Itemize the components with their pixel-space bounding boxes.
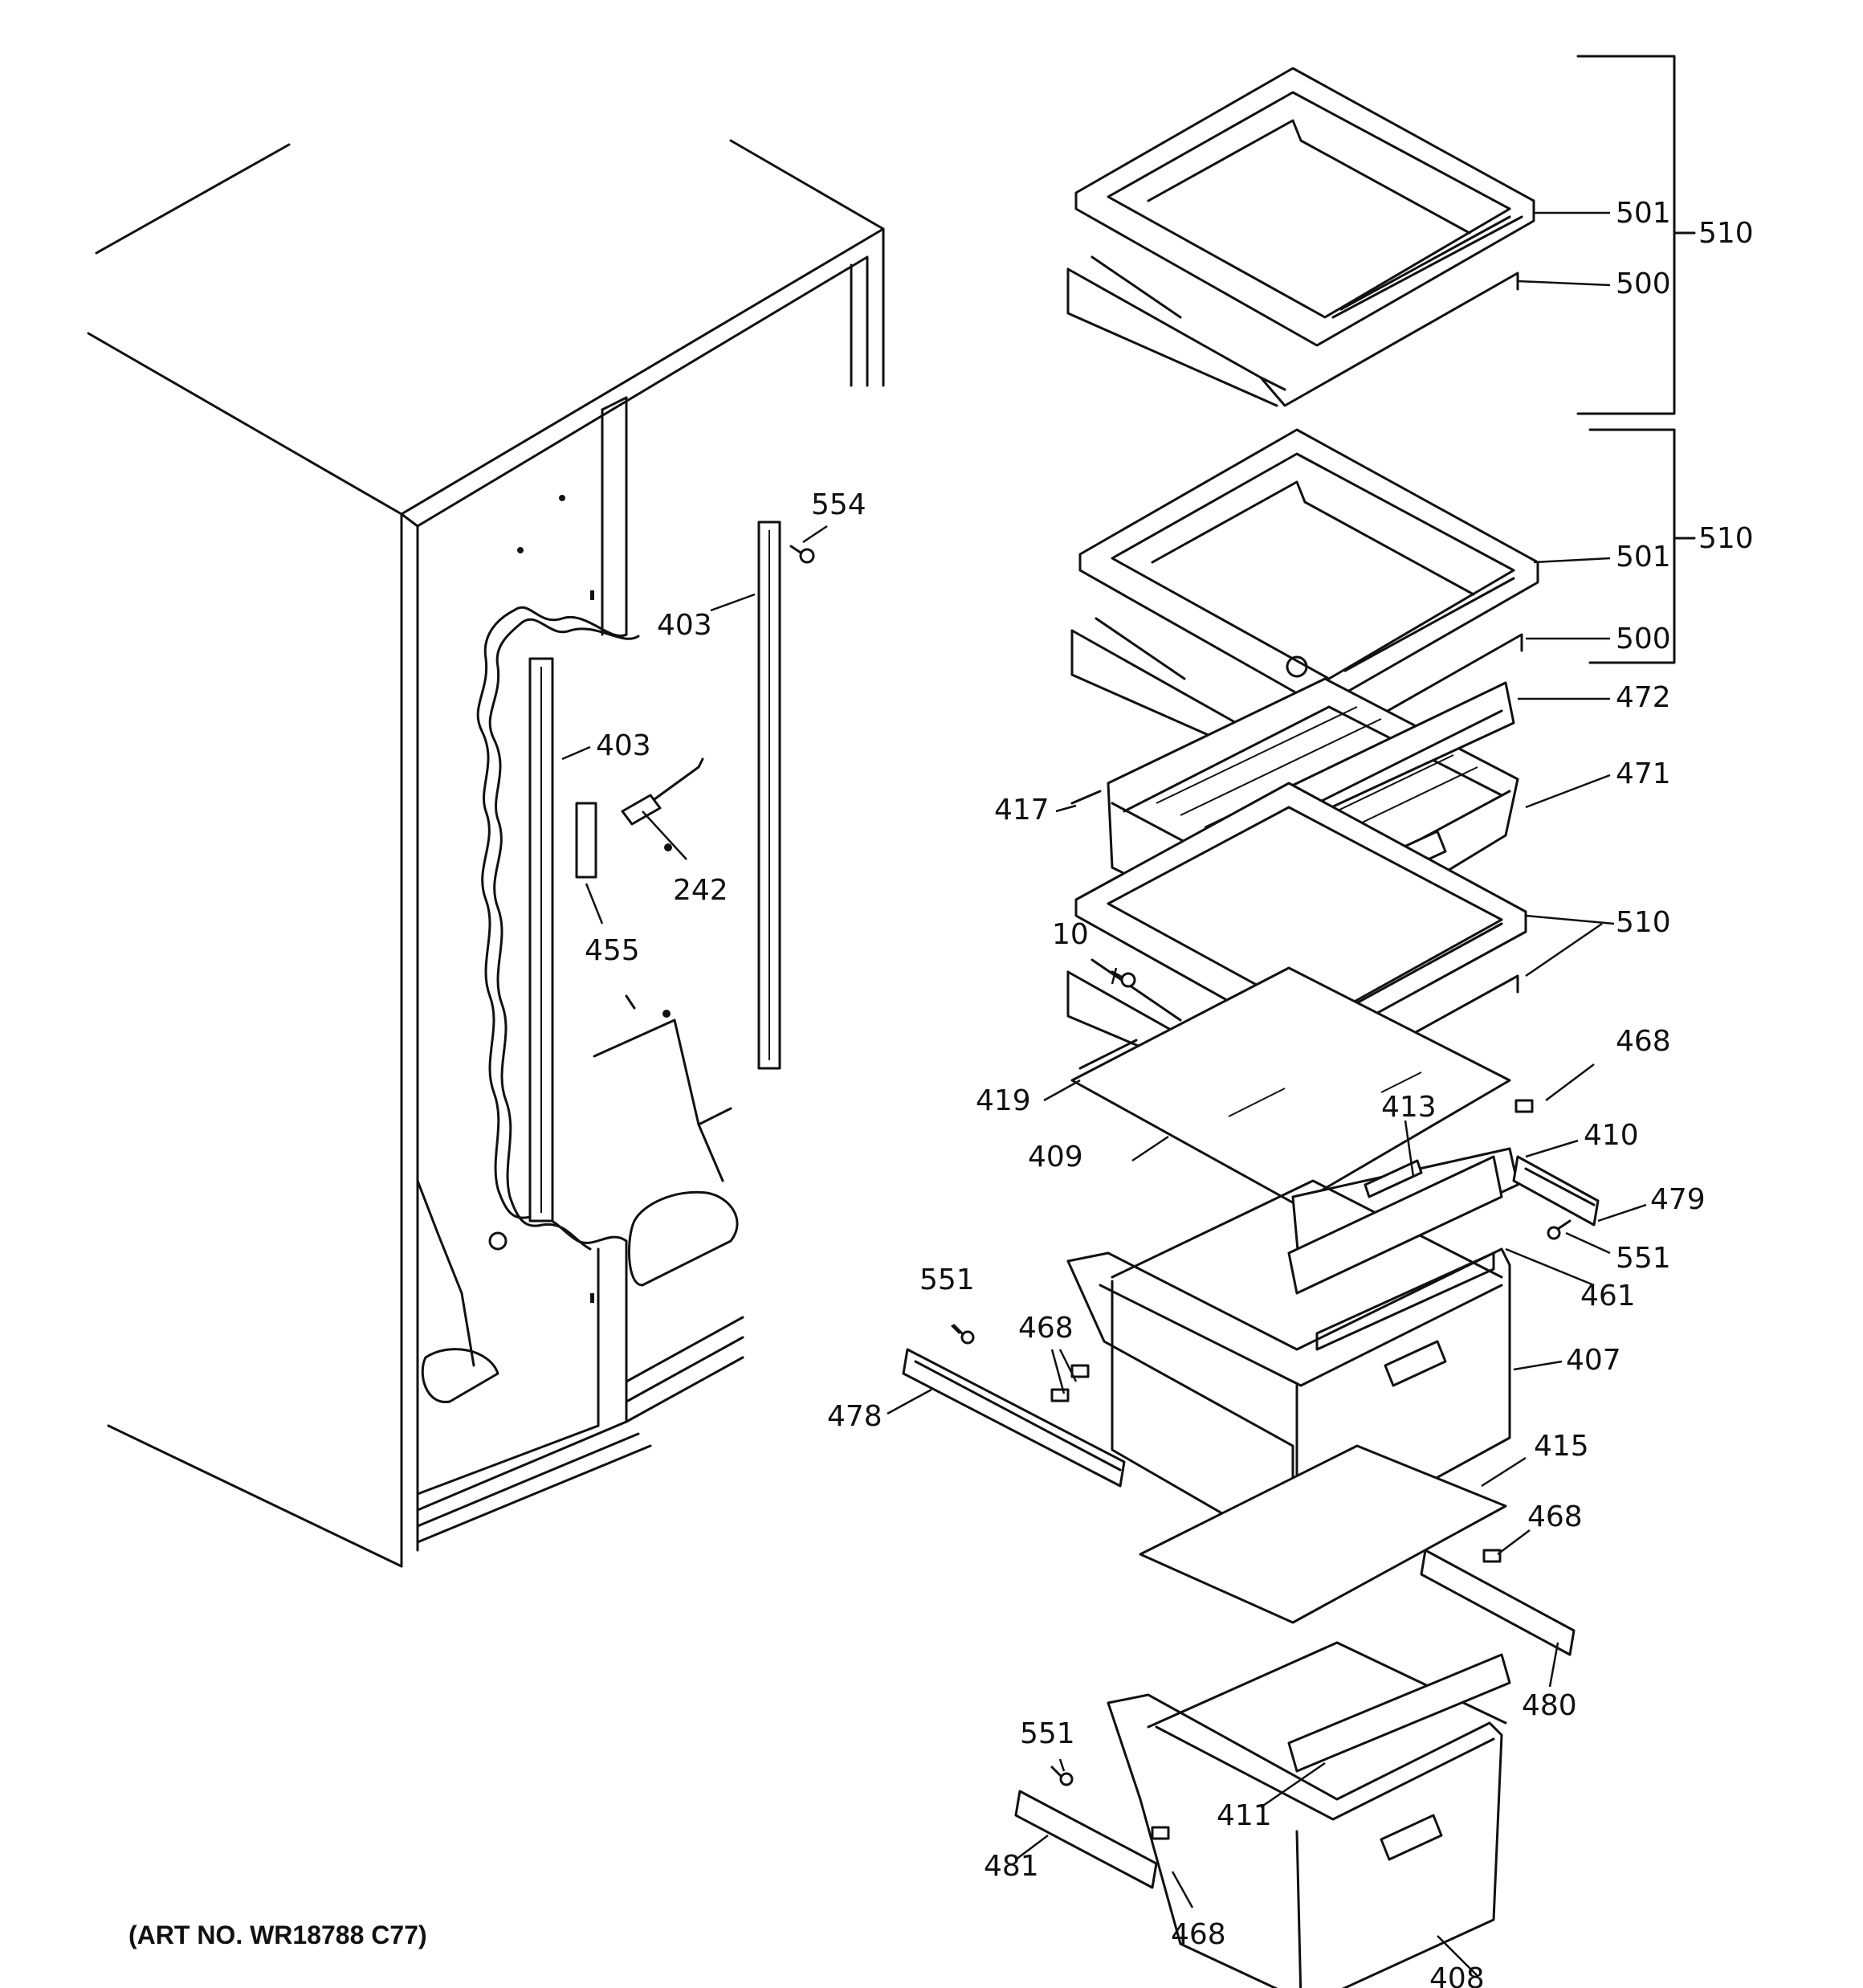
label-468-d: 468 bbox=[1171, 1918, 1226, 1951]
label-403-right: 403 bbox=[657, 609, 712, 642]
label-468-c: 468 bbox=[1527, 1500, 1583, 1533]
label-481: 481 bbox=[984, 1850, 1039, 1883]
label-403-left: 403 bbox=[596, 729, 651, 762]
label-419: 419 bbox=[976, 1084, 1031, 1117]
leader-lines bbox=[561, 211, 1647, 1977]
label-478: 478 bbox=[827, 1400, 883, 1433]
label-551-left: 551 bbox=[919, 1263, 975, 1296]
label-410: 410 bbox=[1584, 1119, 1639, 1152]
label-551-right: 551 bbox=[1616, 1242, 1671, 1275]
label-413: 413 bbox=[1381, 1091, 1437, 1124]
label-510-middle: 510 bbox=[1698, 522, 1754, 555]
shelf-assembly-lower bbox=[1066, 782, 1527, 1206]
drawer-slides-upper bbox=[902, 1099, 1600, 1563]
label-472: 472 bbox=[1616, 681, 1671, 714]
label-551-bottom: 551 bbox=[1020, 1717, 1075, 1750]
drawer-408 bbox=[1014, 1549, 1576, 1988]
label-468-b: 468 bbox=[1018, 1312, 1074, 1345]
label-407: 407 bbox=[1566, 1344, 1621, 1377]
drawer-407 bbox=[1066, 1147, 1519, 1624]
label-409: 409 bbox=[1028, 1141, 1083, 1174]
label-417: 417 bbox=[994, 794, 1050, 827]
label-501-top: 501 bbox=[1616, 197, 1671, 230]
label-461: 461 bbox=[1580, 1280, 1636, 1312]
shelf-assembly-middle bbox=[1070, 428, 1539, 769]
label-500-top: 500 bbox=[1616, 267, 1671, 300]
art-number: (ART NO. WR18788 C77) bbox=[128, 1921, 427, 1949]
label-554: 554 bbox=[811, 488, 866, 521]
label-500-middle: 500 bbox=[1616, 623, 1671, 655]
label-10: 10 bbox=[1052, 918, 1089, 951]
shelf-assembly-top bbox=[1066, 67, 1535, 407]
label-501-middle: 501 bbox=[1616, 541, 1671, 574]
label-408: 408 bbox=[1429, 1962, 1485, 1988]
label-468-a: 468 bbox=[1616, 1025, 1671, 1058]
label-411: 411 bbox=[1217, 1799, 1272, 1832]
label-510-top: 510 bbox=[1698, 217, 1754, 250]
part-labels: 501 500 510 501 500 510 472 471 417 510 … bbox=[585, 197, 1754, 1988]
label-510-lower: 510 bbox=[1616, 906, 1671, 939]
assembly-brackets bbox=[1576, 55, 1696, 664]
refrigerator-cabinet bbox=[87, 139, 885, 1568]
label-415: 415 bbox=[1534, 1430, 1589, 1463]
label-479: 479 bbox=[1650, 1183, 1706, 1216]
label-455: 455 bbox=[585, 934, 640, 967]
label-242: 242 bbox=[673, 874, 728, 907]
label-480: 480 bbox=[1522, 1689, 1577, 1722]
label-471: 471 bbox=[1616, 757, 1671, 790]
